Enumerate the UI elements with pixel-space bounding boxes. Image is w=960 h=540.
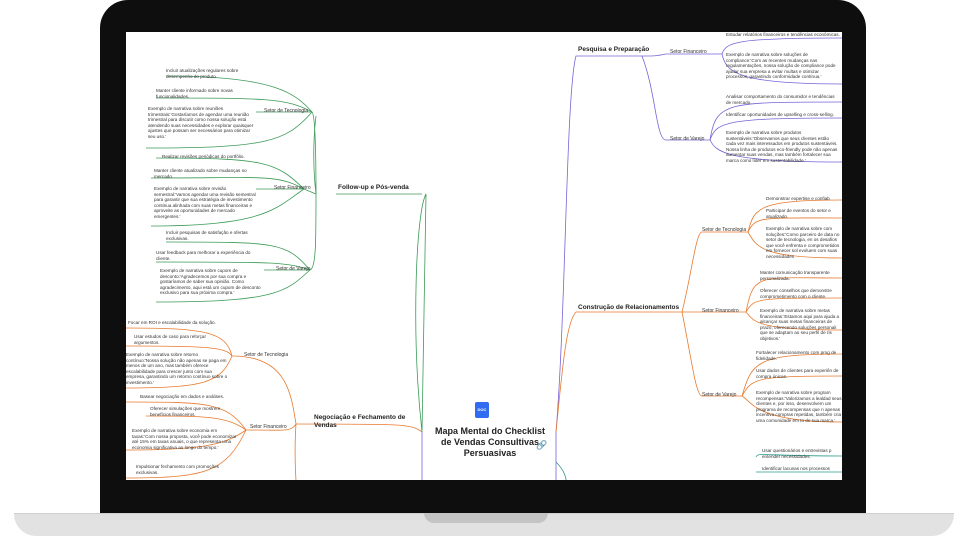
node-text[interactable]: Exemplo de narrativa sobre economia em t… xyxy=(132,428,237,450)
central-topic[interactable]: Mapa Mental do Checklist de Vendas Consu… xyxy=(434,426,546,458)
doc-icon[interactable]: DOC xyxy=(475,402,489,418)
node-text[interactable]: Analisar comportamento do consumidor e t… xyxy=(726,94,835,105)
node-text[interactable]: Usar dados de clientes para experiên de … xyxy=(756,368,839,379)
node-text[interactable]: Exemplo de narrativa sobre metas finance… xyxy=(760,308,840,341)
node-text[interactable]: Incluir pesquisas de satisfação e oferta… xyxy=(166,230,248,241)
sector-negotiation-tech[interactable]: Setor de Tecnologia xyxy=(244,352,289,358)
sector-negotiation-fin[interactable]: Setor Financeiro xyxy=(250,424,287,430)
node-text[interactable]: Realizar revisões periódicas do portfóli… xyxy=(162,154,245,159)
connector-lines xyxy=(126,37,842,480)
node-text[interactable]: Oferecer simulações que mostrem benefíci… xyxy=(150,406,221,417)
node-text[interactable]: Oferecer conselhos que demonstre comprom… xyxy=(760,288,832,299)
node-text[interactable]: Estudar relatórios financeiros e tendênc… xyxy=(726,32,840,37)
sector-relationships-retail[interactable]: Setor de Varejo xyxy=(702,392,737,398)
node-text[interactable]: Manter cliente informado sobre novas fun… xyxy=(156,88,233,99)
node-text[interactable]: Impulsionar fechamento com promoções exc… xyxy=(136,464,219,475)
branch-negotiation[interactable]: Negociação e Fechamento de Vendas xyxy=(314,414,406,429)
node-text[interactable]: Fortalecer relacionamento com prog de fi… xyxy=(756,350,837,361)
node-text[interactable]: Exemplo de narrativa sobre reuniões trim… xyxy=(148,106,254,139)
node-text[interactable]: Manter comunicação transparente personal… xyxy=(760,270,830,281)
sector-research-retail[interactable]: Setor de Varejo xyxy=(670,136,705,142)
node-text[interactable]: Exemplo de narrativa sobre soluções de c… xyxy=(726,52,836,80)
node-text[interactable]: Usar questionários e entrevistas p enten… xyxy=(762,448,832,459)
sector-relationships-tech[interactable]: Setor de Tecnologia xyxy=(702,227,747,233)
node-text[interactable]: Incluir atualizações regulares sobre des… xyxy=(166,68,239,79)
node-text[interactable]: Exemplo de narrativa sobre program recom… xyxy=(756,390,842,423)
sector-research-fin[interactable]: Setor Financeiro xyxy=(670,49,707,55)
node-text[interactable]: Exemplo de narrativa sobre retorno contí… xyxy=(126,352,228,385)
node-text[interactable]: Focar em ROI e escalabilidade da solução… xyxy=(128,320,216,325)
node-text[interactable]: Exemplo de narrativa sobre cupom de desc… xyxy=(160,268,261,296)
node-text[interactable]: Demonstrar expertise e confiab xyxy=(766,196,830,201)
sector-followup-tech[interactable]: Setor de Tecnologia xyxy=(264,108,309,114)
node-text[interactable]: Identificar oportunidades de upselling e… xyxy=(726,112,835,117)
branch-research[interactable]: Pesquisa e Preparação xyxy=(578,46,650,53)
node-text[interactable]: Usar feedback para melhorar a experiênci… xyxy=(156,250,251,261)
link-icon[interactable]: 🔗 xyxy=(536,440,548,450)
node-text[interactable]: Exemplo de narrativa sobre com soluções:… xyxy=(766,226,840,259)
node-text[interactable]: Basear negociação em dados e análises. xyxy=(140,394,225,399)
node-text[interactable]: Identificar lacunas nos processos xyxy=(762,466,830,471)
laptop-notch xyxy=(424,513,548,523)
branch-relationships[interactable]: Construção de Relacionamentos xyxy=(578,304,680,311)
sector-followup-retail[interactable]: Setor de Varejo xyxy=(276,266,311,272)
branch-followup[interactable]: Follow-up e Pós-venda xyxy=(338,184,409,191)
mindmap-canvas[interactable]: DOC Mapa Mental do Checklist de Vendas C… xyxy=(126,32,842,480)
node-text[interactable]: Participar de eventos do setor e atualiz… xyxy=(766,208,831,219)
sector-relationships-fin[interactable]: Setor Financeiro xyxy=(702,308,739,314)
sector-followup-fin[interactable]: Setor Financeiro xyxy=(274,185,311,191)
node-text[interactable]: Exemplo de narrativa sobre revisão semes… xyxy=(154,186,256,219)
node-text[interactable]: Usar estudos de caso para reforçar argum… xyxy=(134,334,207,345)
node-text[interactable]: Exemplo de narrativa sobre produtos sust… xyxy=(726,130,838,163)
node-text[interactable]: Manter cliente atualizado sobre mudanças… xyxy=(154,168,247,179)
